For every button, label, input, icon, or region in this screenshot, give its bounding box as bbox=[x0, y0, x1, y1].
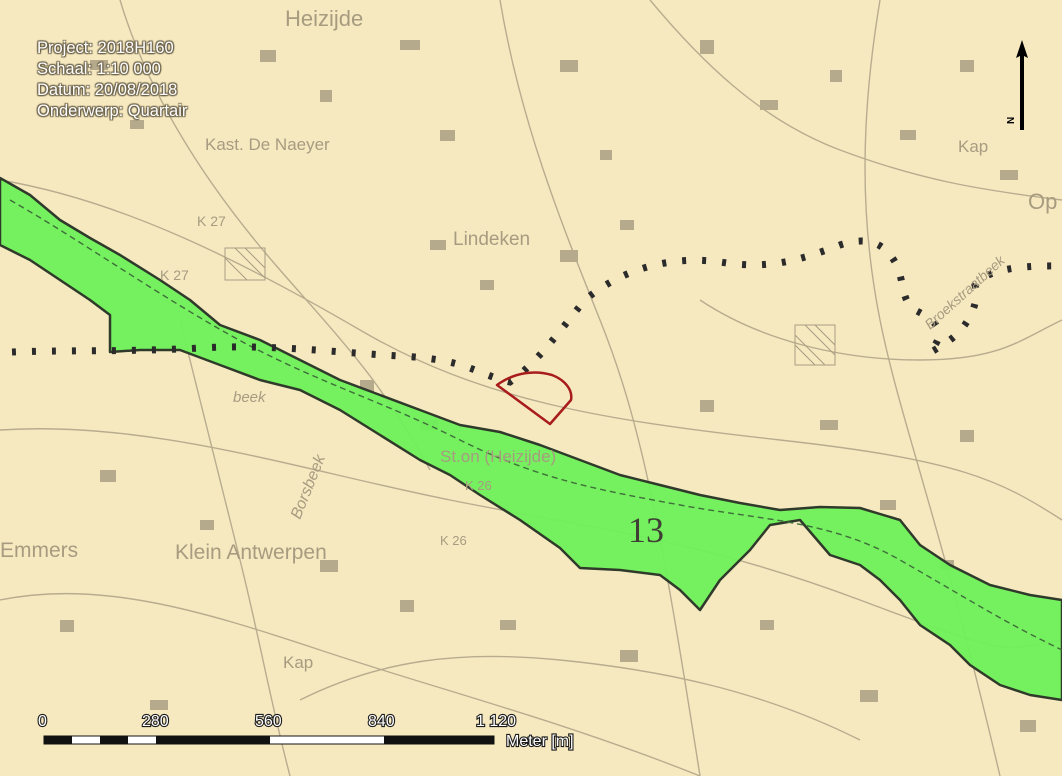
scale-tick-0: 0 bbox=[38, 713, 47, 730]
scale-tick-560: 560 bbox=[255, 713, 282, 730]
place-label-borsbeek: Borsbeek bbox=[288, 452, 329, 522]
svg-text:N: N bbox=[1006, 117, 1017, 124]
quaternary-zone-13[interactable] bbox=[0, 176, 1062, 702]
place-label-k26-b: K 26 bbox=[440, 533, 467, 548]
scale-unit: Meter [m] bbox=[506, 733, 574, 750]
project-label: Project: 2018H160 bbox=[37, 39, 174, 57]
place-label-klein-antwerpen: Klein Antwerpen bbox=[175, 541, 327, 564]
scale-tick-280: 280 bbox=[142, 713, 169, 730]
place-label-k27-b: K 27 bbox=[160, 267, 189, 283]
place-label-broekstraatbeek: Broekstraatbeek bbox=[921, 251, 1008, 332]
hatched-patches bbox=[224, 247, 836, 366]
place-label-kap-south: Kap bbox=[283, 653, 313, 672]
zone-label: 13 bbox=[628, 510, 664, 550]
scale-bar: 0 280 560 840 1 120 Meter [m] bbox=[37, 712, 575, 751]
place-label-station-heizijde: St.on (Heizijde) bbox=[440, 447, 556, 466]
place-label-op: Op bbox=[1028, 189, 1057, 214]
scale-label: Schaal: 1:10 000 bbox=[37, 60, 161, 78]
building-blocks bbox=[60, 40, 1036, 732]
place-label-k26-a: K 26 bbox=[465, 478, 492, 493]
place-label-k27-a: K 27 bbox=[197, 213, 226, 229]
place-label-beek: beek bbox=[233, 389, 267, 406]
map-info-block: Project: 2018H160 Schaal: 1:10 000 Datum… bbox=[37, 38, 187, 122]
place-label-kast-de-naeyer: Kast. De Naeyer bbox=[205, 135, 330, 154]
place-label-lindeken: Lindeken bbox=[453, 229, 530, 250]
date-label: Datum: 20/08/2018 bbox=[37, 81, 178, 99]
place-label-kap-north: Kap bbox=[958, 137, 988, 156]
stream-line bbox=[9, 199, 1062, 651]
scale-tick-840: 840 bbox=[368, 713, 395, 730]
study-area-outline[interactable] bbox=[495, 371, 573, 426]
scale-tick-1120: 1 120 bbox=[476, 713, 516, 730]
north-arrow-icon: N bbox=[1006, 40, 1028, 130]
subject-label: Onderwerp: Quartair bbox=[37, 102, 188, 120]
place-label-emmers: Emmers bbox=[0, 539, 78, 562]
dotted-boundary-line bbox=[11, 237, 1062, 386]
place-label-heizijde: Heizijde bbox=[285, 6, 363, 31]
